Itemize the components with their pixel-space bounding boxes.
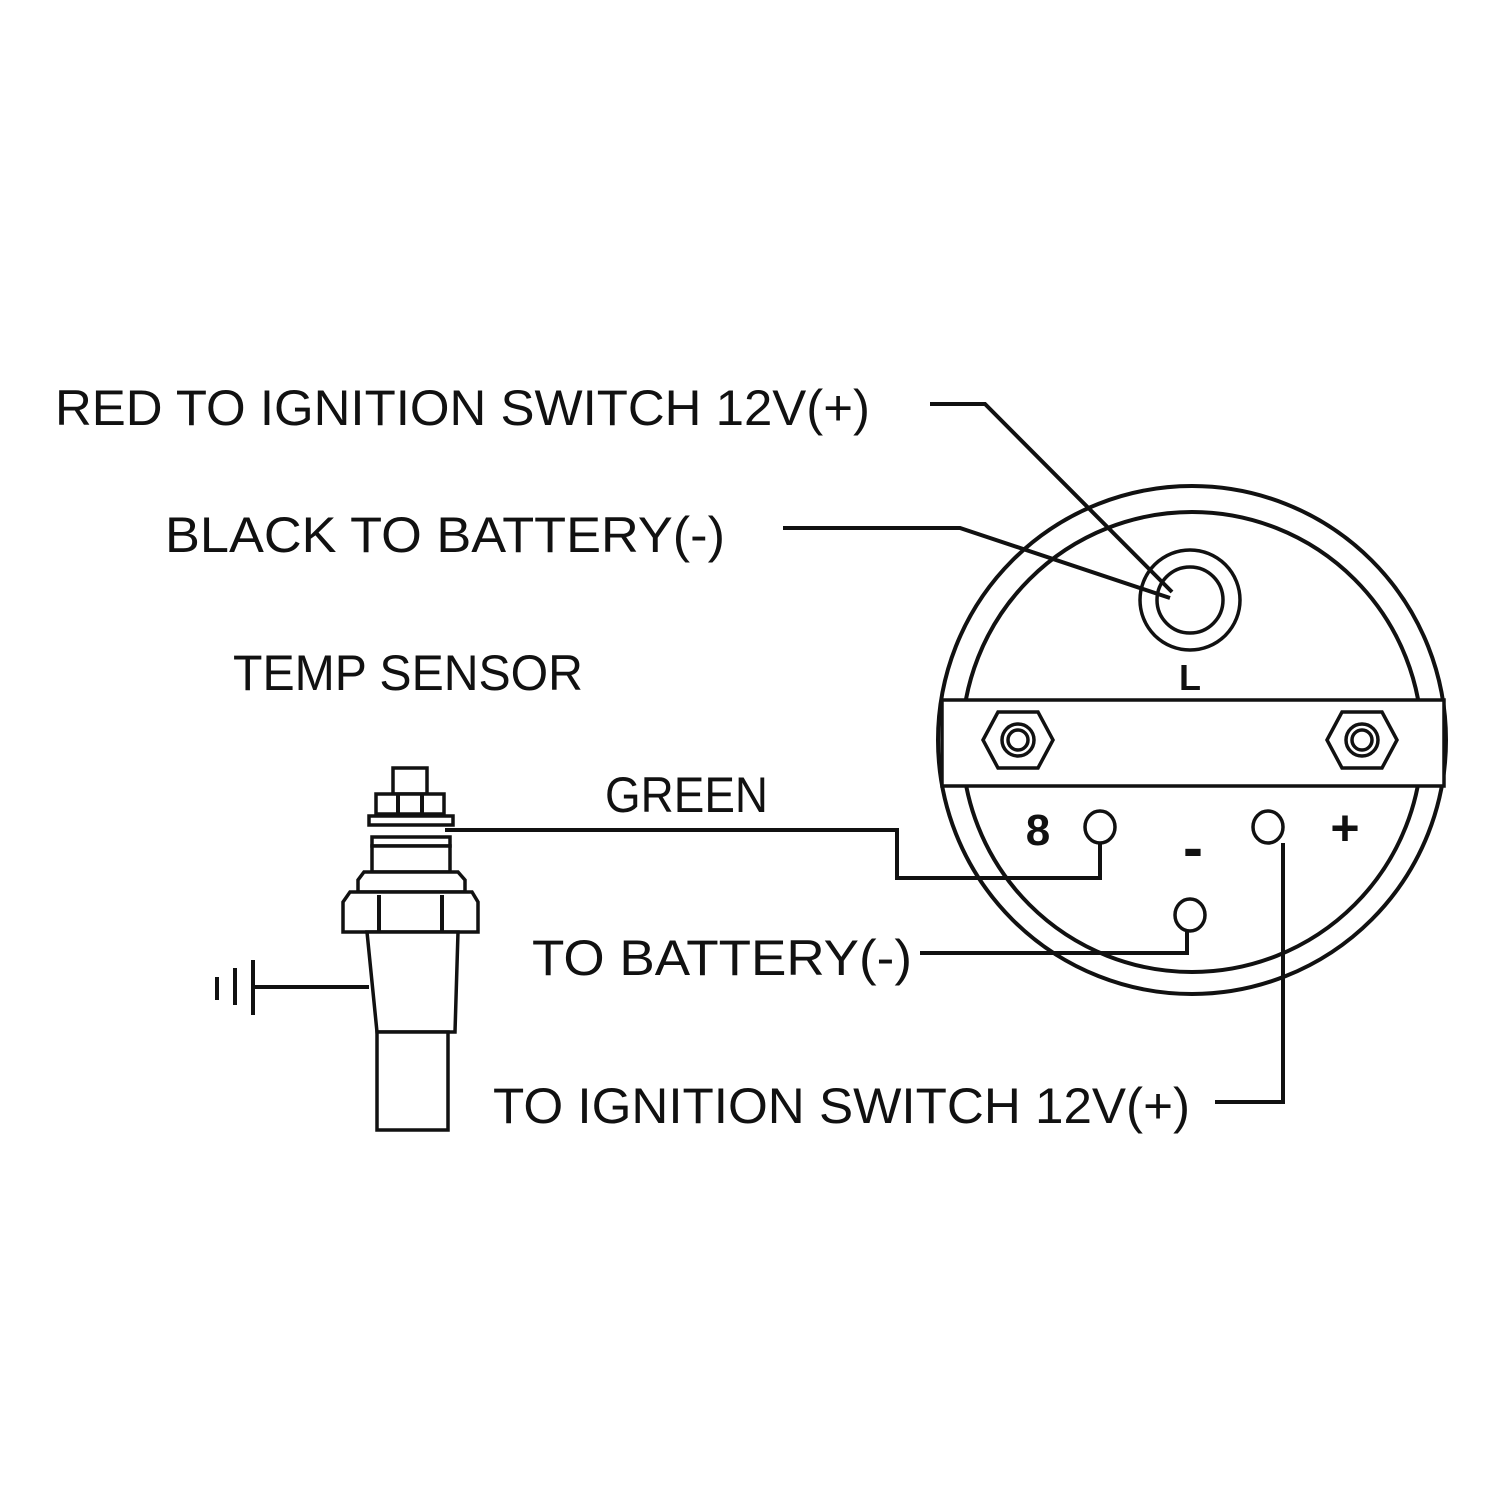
black-wire — [783, 526, 1171, 600]
positive-terminal — [1251, 809, 1285, 845]
negative-terminal-label: - — [1183, 814, 1203, 881]
to-battery-label: TO BATTERY(-) — [532, 930, 912, 986]
battery-negative-wire — [920, 931, 1189, 955]
green-wire — [445, 828, 1102, 880]
lamp-socket-inner — [1155, 565, 1225, 635]
positive-terminal-label: + — [1330, 800, 1359, 856]
temp-sensor-label: TEMP SENSOR — [233, 645, 583, 701]
sensor-thread — [365, 930, 460, 1034]
sensor-probe — [375, 1030, 450, 1132]
sender-terminal — [1083, 809, 1117, 845]
to-ignition-label: TO IGNITION SWITCH 12V(+) — [493, 1078, 1190, 1134]
gauge: L 8 - + — [936, 484, 1448, 996]
negative-terminal — [1173, 897, 1207, 933]
red-wire — [930, 402, 1174, 594]
sensor-flange — [356, 870, 467, 894]
bracket-nut-right — [1325, 710, 1399, 770]
gauge-outer-rim — [936, 484, 1448, 996]
red-wire-label: RED TO IGNITION SWITCH 12V(+) — [55, 380, 870, 436]
sender-terminal-label: 8 — [1026, 806, 1050, 855]
black-wire-label: BLACK TO BATTERY(-) — [165, 507, 725, 563]
sensor-hex-nut — [341, 890, 480, 934]
sensor-washer — [367, 814, 455, 827]
ignition-positive-wire — [1215, 843, 1285, 1104]
temp-sensor — [215, 766, 480, 1132]
sensor-neck — [370, 844, 452, 874]
ground-icon — [215, 960, 255, 1015]
sensor-stud — [391, 766, 429, 796]
lamp-terminal-label: L — [1179, 657, 1201, 698]
green-wire-label: GREEN — [605, 767, 768, 823]
sensor-terminal-nut — [374, 792, 446, 816]
bracket-nut-left — [981, 710, 1055, 770]
